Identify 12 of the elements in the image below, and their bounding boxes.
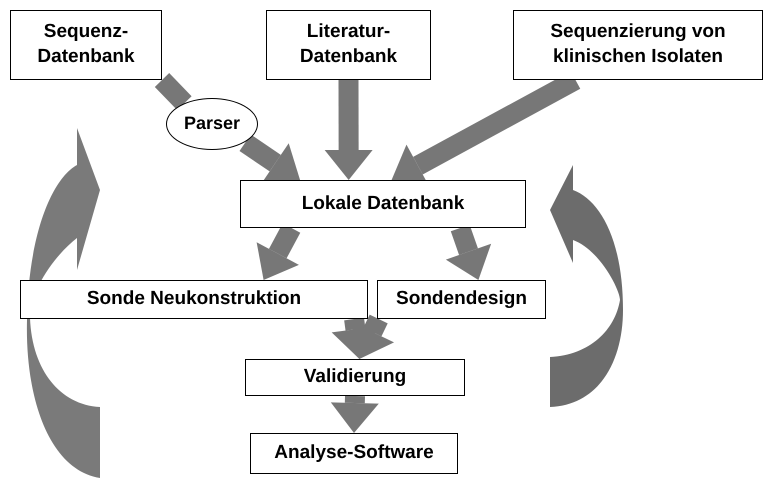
process-box: Literatur-Datenbank: [266, 10, 431, 80]
process-box: Sequenzierung von klinischen Isolaten: [513, 10, 763, 80]
process-box: Sonde Neukonstruktion: [20, 280, 368, 319]
arrow: [330, 396, 379, 433]
process-box: Validierung: [245, 359, 465, 396]
process-box: Analyse-Software: [250, 433, 458, 474]
arrow: [350, 314, 394, 359]
arrow: [324, 80, 373, 180]
process-ellipse: Parser: [166, 98, 258, 150]
process-box: Sequenz-Datenbank: [10, 10, 162, 80]
process-box: Sondendesign: [377, 280, 546, 319]
process-box: Lokale Datenbank: [240, 180, 526, 228]
